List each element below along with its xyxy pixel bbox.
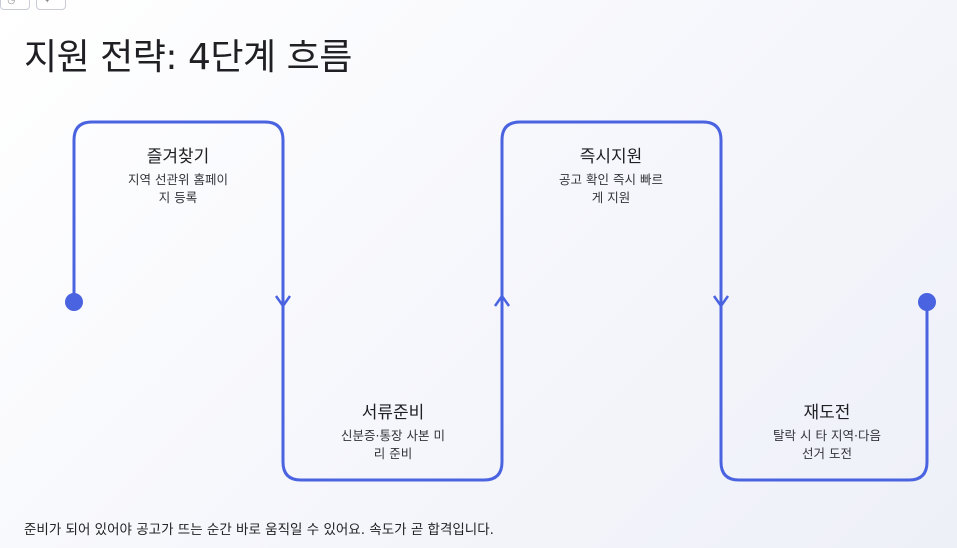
- step-desc: 신분증·통장 사본 미 리 준비: [308, 427, 478, 463]
- toolbar: ◔ ˅ ✦ ˅: [0, 0, 66, 10]
- page-title: 지원 전략: 4단계 흐름: [24, 37, 352, 78]
- step-desc-line: 공고 확인 즉시 빠르: [559, 172, 663, 187]
- step-retry: 재도전 탈락 시 타 지역·다음 선거 도전: [742, 398, 912, 463]
- step-desc: 지역 선관위 홈페이 지 등록: [98, 171, 258, 207]
- arrow-down-icon: [712, 295, 730, 309]
- sparkle-icon[interactable]: ✦ ˅: [36, 0, 66, 10]
- end-dot: [918, 293, 936, 311]
- step-documents: 서류준비 신분증·통장 사본 미 리 준비: [308, 398, 478, 463]
- step-desc-line: 지 등록: [158, 190, 198, 205]
- step-desc-line: 리 준비: [373, 446, 413, 461]
- step-desc-line: 탈락 시 타 지역·다음: [773, 428, 881, 443]
- step-desc-line: 선거 도전: [802, 446, 852, 461]
- step-apply: 즉시지원 공고 확인 즉시 빠르 게 지원: [526, 142, 696, 207]
- step-title: 즐겨찾기: [146, 147, 210, 167]
- step-title: 서류준비: [361, 403, 425, 423]
- arrow-down-icon: [274, 295, 292, 309]
- step-desc-line: 신분증·통장 사본 미: [341, 428, 445, 443]
- step-desc: 탈락 시 타 지역·다음 선거 도전: [742, 427, 912, 463]
- step-favorites: 즐겨찾기 지역 선관위 홈페이 지 등록: [98, 142, 258, 207]
- arrow-up-icon: [493, 293, 511, 307]
- step-title: 즉시지원: [579, 147, 643, 167]
- step-desc: 공고 확인 즉시 빠르 게 지원: [526, 171, 696, 207]
- step-desc-line: 지역 선관위 홈페이: [128, 172, 228, 187]
- footer-note: 준비가 되어 있어야 공고가 뜨는 순간 바로 움직일 수 있어요. 속도가 곧…: [24, 522, 494, 538]
- start-dot: [65, 293, 83, 311]
- step-desc-line: 게 지원: [591, 190, 631, 205]
- palette-icon[interactable]: ◔ ˅: [0, 0, 30, 10]
- flow-line: [72, 120, 929, 482]
- step-title: 재도전: [803, 403, 851, 423]
